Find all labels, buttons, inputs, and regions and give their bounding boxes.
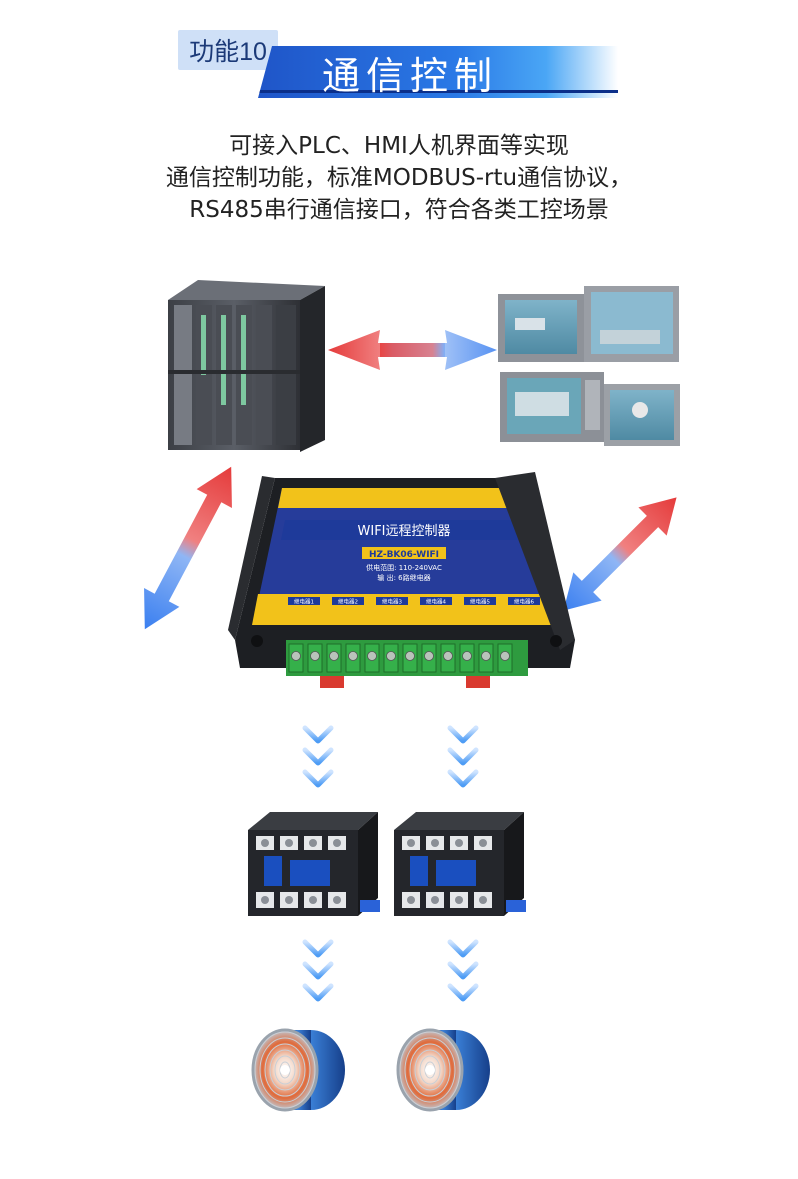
screw-icon [424,651,434,661]
relay-label: 继电器2 [338,598,358,606]
plc-rack-image [168,280,325,452]
chevron-down-icon [302,939,334,958]
contactor-image [394,812,526,916]
chevron-down-icon [302,769,334,788]
chevron-down-icon [302,725,334,744]
screw-icon [405,651,415,661]
description-line-1: 可接入PLC、HMI人机界面等实现 [229,133,569,159]
relay-label: 继电器6 [514,598,535,606]
down-chevrons [302,725,479,1002]
description-line-3: RS485串行通信接口，符合各类工控场景 [189,197,609,223]
chevron-down-icon [447,769,479,788]
relay-label-tag [376,597,408,605]
device-power-spec: 供电范围: 110-240VAC [366,563,442,572]
feature-badge: 功能10 [178,30,278,70]
axial-fan-image [396,1028,490,1112]
relay-label-tag [464,597,496,605]
chevron-down-icon [447,939,479,958]
screw-icon [310,651,320,661]
chevron-down-icon [447,961,479,980]
relay-label: 继电器5 [470,598,491,606]
relay-label-tag [420,597,452,605]
device-model: HZ-BK06-WIFI [369,550,439,560]
axial-fan-image [251,1028,345,1112]
title-banner [258,46,618,98]
description: 可接入PLC、HMI人机界面等实现 通信控制功能，标准MODBUS-rtu通信协… [0,130,798,226]
description-line-2: 通信控制功能，标准MODBUS-rtu通信协议， [165,165,633,191]
chevron-down-icon [302,961,334,980]
chevron-down-icon [302,983,334,1002]
chevron-down-icon [302,747,334,766]
relay-label: 继电器1 [294,598,314,606]
screw-icon [329,651,339,661]
relay-label: 继电器3 [382,598,403,606]
hmi-screens-image [498,286,680,446]
screw-icon [367,651,377,661]
relay-label-tag [332,597,364,605]
device-brand-text: WIFI远程控制器 [358,524,451,539]
chevron-down-icon [447,983,479,1002]
bidirectional-arrow-icon [328,330,497,370]
device-output-spec: 输 出: 6路继电器 [377,573,430,582]
screw-icon [443,651,453,661]
screw-icon [348,651,358,661]
screw-icon [386,651,396,661]
screw-icon [462,651,472,661]
chevron-down-icon [447,747,479,766]
relay-label-tag [288,597,320,605]
chevron-down-icon [447,725,479,744]
screw-icon [291,651,301,661]
page-title: 通信控制 [321,53,498,98]
relay-label-tag [508,597,540,605]
bidirectional-arrow-icon [563,497,677,611]
relay-label: 继电器4 [426,598,447,606]
wifi-controller-device-image: WIFI远程控制器 HZ-BK06-WIFI 供电范围: 110-240VAC … [228,472,575,688]
bidirectional-arrow-icon [144,466,232,630]
screw-icon [500,651,510,661]
screw-icon [481,651,491,661]
contactor-image [248,812,380,916]
